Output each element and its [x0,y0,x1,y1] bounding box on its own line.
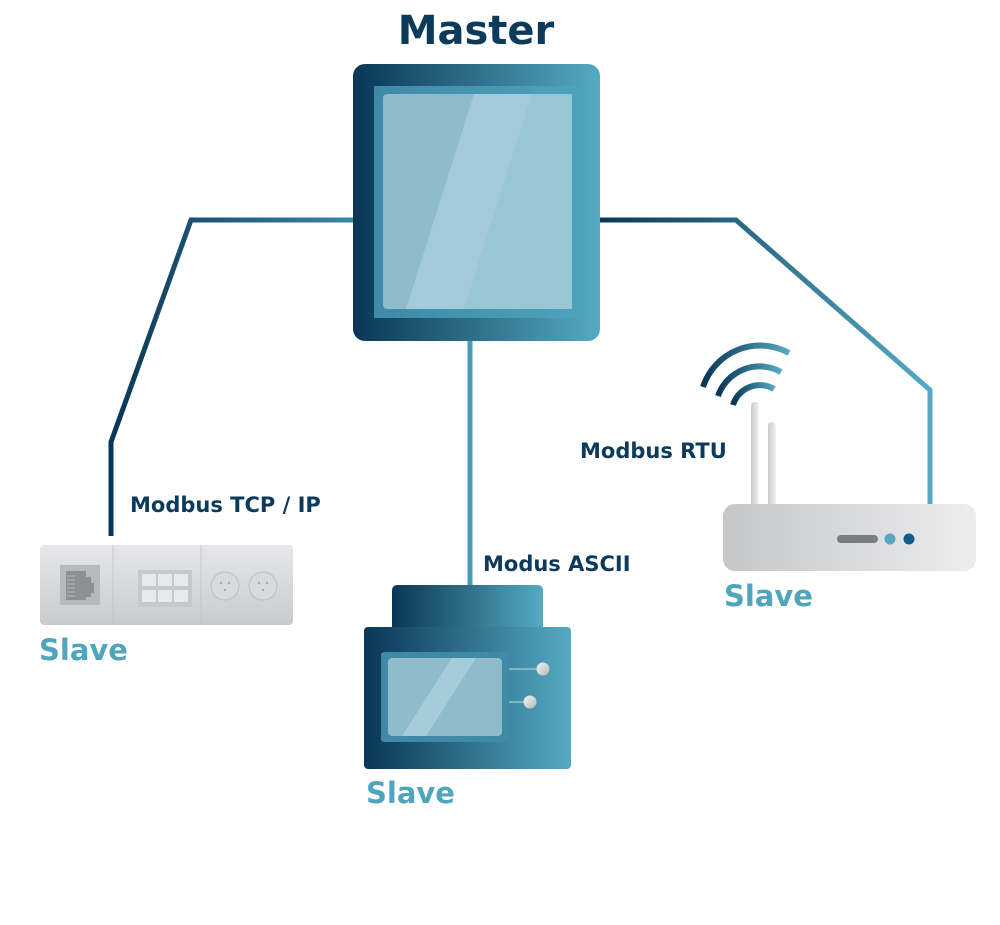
antenna-icon [751,402,776,512]
wifi-signal-icon [700,342,791,407]
indicator-knob [523,695,537,709]
master-title: Master [398,8,555,54]
protocol-label-tcp: Modbus TCP / IP [130,493,321,517]
status-led [903,533,915,545]
rtu-slave-device [700,342,976,571]
terminal-block-icon [138,570,192,607]
status-led [884,533,896,545]
slave-label-ascii: Slave [366,776,455,810]
ascii-slave-device [364,585,571,769]
slave-label-tcp: Slave [39,633,128,667]
connection-line-tcp [108,217,355,536]
slave-label-rtu: Slave [724,579,813,613]
tcp-slave-device [40,545,293,625]
connection-line-rtu [598,217,933,506]
round-connector-icon [210,571,278,601]
protocol-label-ascii: Modus ASCII [483,552,631,576]
indicator-knob [536,662,550,676]
ethernet-port-icon [60,565,100,605]
master-device [353,64,600,341]
protocol-label-rtu: Modbus RTU [580,439,727,463]
